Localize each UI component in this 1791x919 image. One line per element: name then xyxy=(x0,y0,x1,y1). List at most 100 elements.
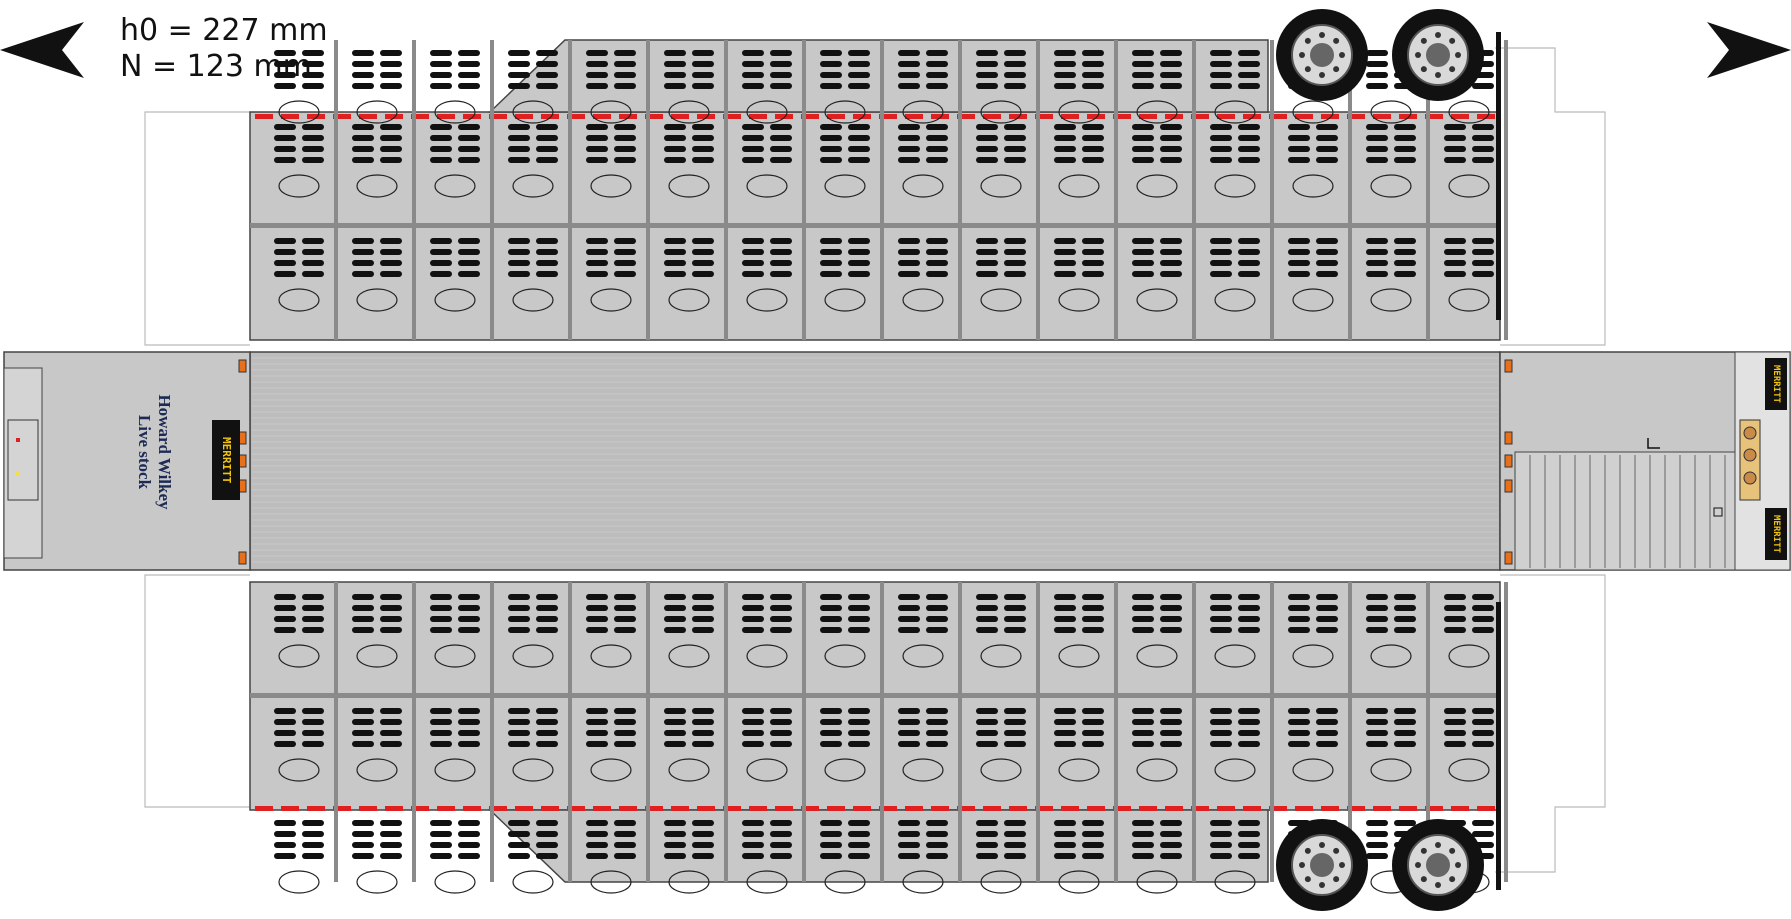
bottom-side-vent-slot xyxy=(352,708,374,714)
bottom-side-vent-slot xyxy=(352,594,374,600)
top-side-vent-slot xyxy=(926,135,948,141)
bottom-side-vent-slot xyxy=(1472,594,1494,600)
top-side-vent-slot xyxy=(1472,249,1494,255)
top-side-vent-slot xyxy=(1444,249,1466,255)
bottom-side-vent-slot xyxy=(352,831,374,837)
top-side-reflector xyxy=(1113,114,1131,119)
bottom-side-vent-slot xyxy=(976,605,998,611)
bottom-side-post xyxy=(1270,582,1274,882)
bottom-side-vent-slot xyxy=(1004,708,1026,714)
bottom-side-vent-slot xyxy=(1238,741,1260,747)
top-side-vent-slot xyxy=(1316,157,1338,163)
bottom-side-vent-slot xyxy=(430,627,452,633)
top-side-vent-oval xyxy=(356,174,398,198)
bottom-side-vent-slot xyxy=(1132,842,1154,848)
top-side-vent-slot xyxy=(1160,124,1182,130)
bottom-side-vent-slot xyxy=(302,730,324,736)
top-side-vent-slot xyxy=(458,260,480,266)
bottom-side-vent-slot xyxy=(1444,616,1466,622)
top-side-vent-slot xyxy=(664,50,686,56)
top-side-vent-slot xyxy=(1082,50,1104,56)
wheel-lug xyxy=(1420,37,1427,44)
bottom-side-vent-slot xyxy=(352,616,374,622)
bottom-side-vent-slot xyxy=(536,853,558,859)
top-side-vent-oval xyxy=(668,174,710,198)
bottom-side-vent-slot xyxy=(1472,627,1494,633)
top-side-vent-slot xyxy=(742,50,764,56)
top-side-reflector xyxy=(905,114,923,119)
bottom-side-vent-slot xyxy=(458,820,480,826)
top-side-vent-slot xyxy=(274,271,296,277)
top-side-vent-slot xyxy=(1366,50,1388,56)
top-side-vent-slot xyxy=(1160,61,1182,67)
wheel-lug xyxy=(1435,882,1441,888)
top-side-reflector xyxy=(541,114,559,119)
top-side-vent-slot xyxy=(664,61,686,67)
top-side-reflector xyxy=(749,114,767,119)
top-side-vent-slot xyxy=(1288,135,1310,141)
top-side-reflector xyxy=(385,114,403,119)
top-side-vent-slot xyxy=(1210,72,1232,78)
top-side-vent-slot xyxy=(1054,50,1076,56)
top-side-vent-slot xyxy=(742,83,764,89)
top-side-vent-oval xyxy=(590,100,632,124)
bottom-side-reflector xyxy=(775,806,793,811)
bottom-side-vent-slot xyxy=(1004,820,1026,826)
top-side-vent-slot xyxy=(692,50,714,56)
bottom-side-vent-slot xyxy=(536,616,558,622)
top-side-vent-slot xyxy=(380,124,402,130)
top-side-vent-slot xyxy=(274,61,296,67)
bottom-side-vent-slot xyxy=(770,616,792,622)
top-side-vent-slot xyxy=(458,61,480,67)
bottom-side-vent-slot xyxy=(1366,594,1388,600)
bottom-side-vent-oval xyxy=(1370,758,1412,782)
top-side-vent-slot xyxy=(430,271,452,277)
bottom-side-vent-slot xyxy=(1054,627,1076,633)
top-side-vent-slot xyxy=(1160,50,1182,56)
bottom-side-vent-slot xyxy=(664,594,686,600)
bottom-side-vent-slot xyxy=(1132,627,1154,633)
bottom-side-vent-slot xyxy=(380,842,402,848)
bottom-side-vent-slot xyxy=(926,730,948,736)
bottom-side-vent-slot xyxy=(1394,719,1416,725)
wheel-lug xyxy=(1455,52,1461,58)
bottom-side-post xyxy=(490,582,494,882)
top-side-vent-slot xyxy=(770,146,792,152)
bottom-side-reflector xyxy=(411,806,429,811)
top-side-vent-slot xyxy=(664,146,686,152)
top-side-vent-slot xyxy=(1082,61,1104,67)
top-side-vent-slot xyxy=(1366,61,1388,67)
bottom-side-vent-slot xyxy=(508,741,530,747)
bottom-side-vent-slot xyxy=(1288,594,1310,600)
bottom-side-vent-oval xyxy=(278,870,320,894)
bottom-side-vent-slot xyxy=(586,820,608,826)
bottom-side-vent-slot xyxy=(274,627,296,633)
top-side-vent-slot xyxy=(692,83,714,89)
top-side-vent-slot xyxy=(770,61,792,67)
bottom-side-vent-slot xyxy=(1366,853,1388,859)
bottom-side-vent-oval xyxy=(278,758,320,782)
top-side-vent-slot xyxy=(614,83,636,89)
glue-tab-front-bottom xyxy=(144,574,250,808)
top-side-vent-slot xyxy=(1160,238,1182,244)
bottom-side-post xyxy=(1192,582,1196,882)
bottom-side-vent-slot xyxy=(1394,616,1416,622)
top-side-vent-slot xyxy=(1004,83,1026,89)
bottom-side-vent-slot xyxy=(742,616,764,622)
glue-tab-rear-bottom xyxy=(1495,574,1606,873)
bottom-side-reflector xyxy=(1035,806,1053,811)
bottom-side-vent-slot xyxy=(1082,842,1104,848)
wheel-lug xyxy=(1435,32,1441,38)
glue-tab-front-top xyxy=(144,111,250,346)
top-side-vent-slot xyxy=(1210,83,1232,89)
top-side-vent-slot xyxy=(536,83,558,89)
top-side-vent-slot xyxy=(1316,271,1338,277)
bottom-side-post xyxy=(1504,582,1508,882)
top-side-vent-slot xyxy=(1210,135,1232,141)
bottom-side-vent-slot xyxy=(1316,730,1338,736)
top-side-vent-slot xyxy=(1472,135,1494,141)
top-side-vent-slot xyxy=(976,271,998,277)
top-side-reflector xyxy=(437,114,455,119)
top-side-post xyxy=(490,40,494,340)
bottom-side-vent-slot xyxy=(536,719,558,725)
